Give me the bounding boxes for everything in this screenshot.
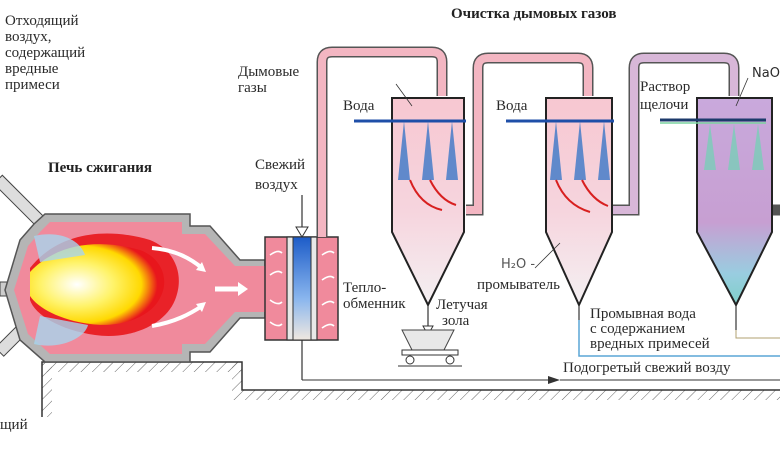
scrubber-tank-2 xyxy=(506,97,614,320)
fly-ash-line-1: Летучая xyxy=(436,297,488,313)
alkali-solution-label: Раствор щелочи xyxy=(640,78,690,114)
wash-water-line-3: вредных примесей xyxy=(590,336,710,352)
water-label-1: Вода xyxy=(343,98,375,114)
exhaust-air-line-2: воздух, xyxy=(5,29,52,45)
flue-gases-line-1: Дымовые xyxy=(238,64,300,80)
h2o-line-2: промыватель xyxy=(477,277,561,293)
heated-air-label: Подогретый свежий возду xyxy=(563,360,731,376)
bottom-left-label: щий xyxy=(0,417,28,433)
exhaust-air-line-4: вредные xyxy=(5,61,59,77)
wash-water-line-2: с содержанием xyxy=(590,321,686,337)
alkali-line-2: щелочи xyxy=(640,97,689,113)
heat-exchanger-line-1: Тепло- xyxy=(343,280,387,296)
wash-water-line xyxy=(578,320,780,357)
wash-water-label: Промывная вода с содержанием вредных при… xyxy=(590,307,710,352)
flue-duct xyxy=(316,46,780,237)
furnace-title: Печь сжигания xyxy=(48,160,152,176)
fresh-air-label: Свежий воздух xyxy=(255,155,305,195)
fresh-air-line-1: Свежий xyxy=(255,157,306,173)
heat-exchanger xyxy=(264,195,339,380)
heat-exchanger-label: Тепло- обменник xyxy=(343,280,406,312)
ash-cart xyxy=(398,329,462,367)
flue-gases-line-2: газы xyxy=(238,80,267,96)
water-label-2: Вода xyxy=(496,98,528,114)
fly-ash-label: Летучая зола xyxy=(436,297,488,329)
wash-water-line-1: Промывная вода xyxy=(590,306,696,322)
h2o-line-1: H₂O - xyxy=(501,257,536,272)
alkali-scrubber-tank xyxy=(660,77,773,330)
cleaning-title: Очистка дымовых газов xyxy=(451,6,617,22)
exhaust-air-line-1: Отходящий xyxy=(5,13,79,29)
h2o-scrubber-label: H₂O - промыватель xyxy=(477,255,560,295)
heated-air-line xyxy=(302,376,780,384)
heat-exchanger-line-2: обменник xyxy=(343,296,406,312)
naoh-label: NaO xyxy=(752,66,780,81)
fresh-air-line-2: воздух xyxy=(255,177,298,193)
fly-ash-line-2: зола xyxy=(442,313,470,329)
flue-gases-label: Дымовые газы xyxy=(238,64,299,96)
foundation xyxy=(41,361,780,417)
alkali-line-1: Раствор xyxy=(640,79,691,95)
furnace xyxy=(4,213,266,363)
exhaust-air-line-5: примеси xyxy=(5,77,60,93)
exhaust-air-line-3: содержащий xyxy=(5,45,86,61)
exhaust-air-label: Отходящий воздух, содержащий вредные при… xyxy=(5,13,85,93)
